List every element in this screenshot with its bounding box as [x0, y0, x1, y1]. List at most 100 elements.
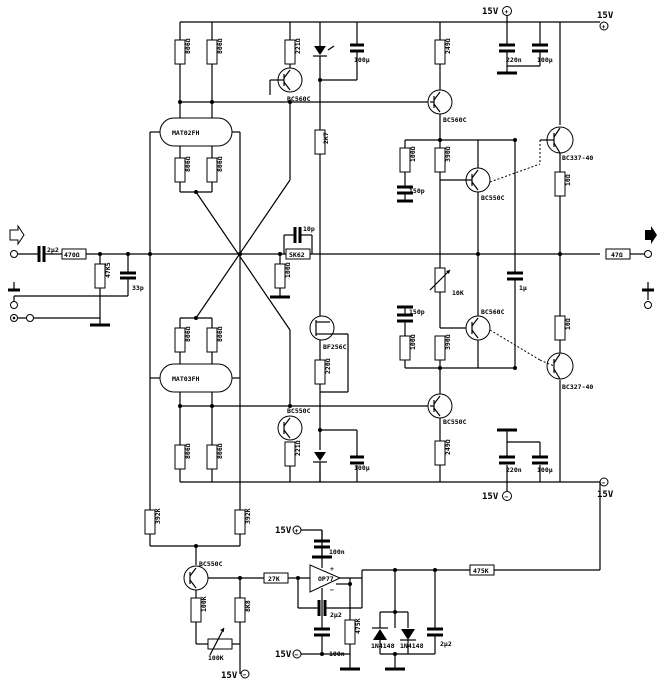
mat03-pair: 806Ω 806Ω MAT03FH 806Ω 806Ω [150, 316, 430, 470]
svg-text:27K: 27K [268, 575, 280, 583]
svg-text:100µ: 100µ [354, 464, 370, 472]
mat02-label: MAT02FH [172, 129, 199, 137]
svg-text:150p: 150p [409, 187, 425, 195]
pos-rail-terminal-plus: + [505, 8, 509, 16]
svg-text:806Ω: 806Ω [216, 326, 224, 342]
r249-bot [434, 440, 446, 466]
vbe-multiplier: 100Ω 150p 390Ω BC550C 10K BC560C [397, 140, 541, 395]
pos-rail-right-terminal-icon [599, 21, 609, 31]
svg-text:100µ: 100µ [537, 466, 553, 474]
decoupling-top: 220n 100µ [497, 43, 553, 75]
svg-text:806Ω: 806Ω [184, 326, 192, 342]
svg-text:100µ: 100µ [354, 56, 370, 64]
diode-2-icon [401, 629, 415, 640]
svg-text:220n: 220n [506, 56, 522, 64]
svg-text:806Ω: 806Ω [184, 156, 192, 172]
svg-text:BC560C: BC560C [481, 308, 505, 316]
output-terminal-icon [644, 250, 652, 258]
svg-text:1µ: 1µ [519, 284, 527, 292]
dc-servo: 392K 392K BC550C 100K 100K 8K8 15V − 27K [144, 508, 600, 681]
mat03-label: MAT03FH [172, 375, 199, 383]
svg-text:221Ω: 221Ω [294, 38, 302, 54]
current-source-top: 221Ω BC560C 100µ 2K7 [269, 38, 370, 318]
svg-text:5K62: 5K62 [289, 251, 305, 259]
svg-text:100n: 100n [329, 548, 345, 556]
vas-top: 249Ω BC560C [405, 38, 517, 142]
q-top-cs-label: BC560C [287, 95, 311, 103]
svg-text:OP77: OP77 [318, 575, 334, 583]
r806-8 [206, 444, 218, 470]
svg-text:249Ω: 249Ω [444, 38, 452, 54]
input-arrow-icon [9, 224, 25, 246]
input-ground-terminal-icon [10, 301, 18, 309]
svg-text:392K: 392K [154, 508, 162, 524]
q-bot-cs-label: BC550C [287, 407, 311, 415]
svg-text:100K: 100K [200, 596, 208, 612]
chassis-ground-terminal-icon [26, 314, 34, 322]
mat02-pair: 806Ω 806Ω MAT02FH 806Ω 806Ω [150, 38, 430, 194]
svg-text:150p: 150p [409, 308, 425, 316]
svg-text:BC327-40: BC327-40 [562, 383, 593, 391]
svg-text:−: − [330, 586, 334, 594]
svg-text:806Ω: 806Ω [184, 38, 192, 54]
neg-rail-terminal-icon [502, 491, 512, 501]
svg-text:806Ω: 806Ω [216, 156, 224, 172]
svg-text:390Ω: 390Ω [444, 146, 452, 162]
svg-text:249Ω: 249Ω [444, 439, 452, 455]
svg-text:BC560C: BC560C [443, 116, 467, 124]
vas-bottom: BC550C 249Ω [427, 393, 467, 466]
svg-text:100Ω: 100Ω [284, 262, 292, 278]
svg-text:1N4148: 1N4148 [371, 642, 395, 650]
svg-text:390Ω: 390Ω [444, 334, 452, 350]
opamp-icon [309, 564, 342, 593]
svg-text:806Ω: 806Ω [216, 443, 224, 459]
input-terminal-icon [10, 250, 18, 258]
positive-rail [179, 21, 600, 125]
output-ground-terminal-icon [644, 301, 652, 309]
neg-rail-terminal-minus: − [505, 493, 509, 501]
svg-text:100Ω: 100Ω [409, 146, 417, 162]
svg-text:8K8: 8K8 [244, 600, 252, 612]
svg-text:BC337-40: BC337-40 [562, 154, 593, 162]
pos-rail-right-plus: + [602, 23, 606, 31]
current-source-bottom: BC550C 221Ω 220Ω 100µ [277, 358, 370, 482]
r221-bot [284, 441, 296, 467]
feedback-network: 5K62 10p 100Ω [240, 225, 600, 299]
svg-text:BC550C: BC550C [481, 194, 505, 202]
neg-rail-label: 15V [482, 492, 499, 502]
svg-text:220Ω: 220Ω [324, 358, 332, 374]
pos-rail-right-label: 15V [597, 11, 614, 21]
servo-neg-terminal-icon [240, 669, 250, 679]
neg-rail-right-minus: − [602, 479, 606, 487]
svg-text:10Ω: 10Ω [564, 318, 572, 330]
svg-text:806Ω: 806Ω [216, 38, 224, 54]
jfet: BF256C [309, 315, 349, 393]
svg-text:10K: 10K [452, 289, 464, 297]
led-top-icon [314, 46, 326, 55]
svg-text:2µ2: 2µ2 [440, 640, 452, 648]
r-bias-label: 47K5 [104, 262, 112, 278]
svg-text:−: − [243, 671, 247, 679]
svg-text:10p: 10p [303, 225, 315, 233]
r-input-label: 470Ω [64, 251, 80, 259]
svg-text:+: + [295, 527, 299, 535]
svg-text:100µ: 100µ [537, 56, 553, 64]
svg-text:15V: 15V [221, 671, 238, 681]
svg-text:100K: 100K [208, 654, 224, 662]
output-stage: BC337-40 10Ω 10Ω BC327-40 47Ω [539, 126, 657, 391]
decoupling-bottom: 220n 100µ [497, 428, 553, 474]
svg-text:475K: 475K [473, 567, 489, 575]
svg-text:2µ2: 2µ2 [330, 611, 342, 619]
svg-text:BC550C: BC550C [443, 418, 467, 426]
neg-rail-right-label: 15V [597, 490, 614, 500]
svg-text:475K: 475K [354, 618, 362, 634]
svg-text:47Ω: 47Ω [611, 251, 623, 259]
svg-text:15V: 15V [275, 526, 292, 536]
svg-text:BC550C: BC550C [199, 560, 223, 568]
diode-1-icon [373, 629, 387, 640]
c-rf-label: 33p [132, 284, 144, 292]
r806-7 [174, 444, 186, 470]
svg-text:221Ω: 221Ω [294, 440, 302, 456]
led-bottom-icon [314, 452, 326, 461]
